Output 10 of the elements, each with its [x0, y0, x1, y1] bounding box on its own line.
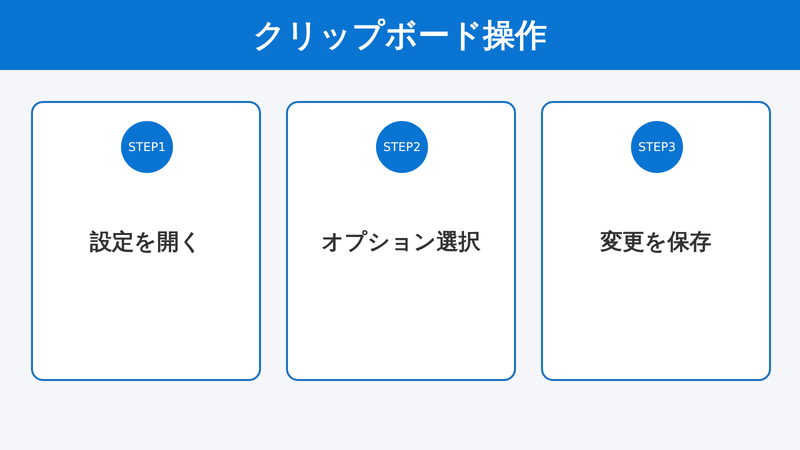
step-card	[286, 101, 516, 381]
step-badge: STEP3	[631, 121, 683, 173]
step-title: 設定を開く	[88, 228, 203, 257]
step-title: 変更を保存	[599, 228, 712, 257]
step-title: オプション選択	[320, 229, 482, 257]
step-card	[31, 101, 261, 381]
step-badge: STEP2	[376, 121, 428, 173]
step-card	[541, 101, 771, 381]
title-banner: クリップボード操作	[0, 0, 800, 70]
step-badge: STEP1	[121, 121, 173, 173]
